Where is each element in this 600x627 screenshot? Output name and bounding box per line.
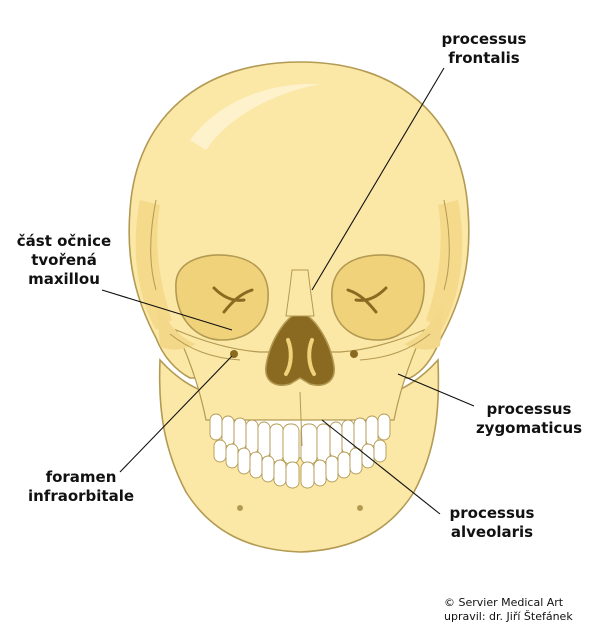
nasal-conchae <box>284 338 316 376</box>
infraorbital-foramen-right <box>350 350 358 358</box>
orbit-left <box>175 254 269 341</box>
label-foramen-infraorbitale-line1: foramen <box>45 468 117 486</box>
label-processus-zygomaticus: processus zygomaticus <box>466 400 592 438</box>
label-cast-ocnice-line2: tvořená <box>31 251 97 269</box>
leader-lines <box>101 67 475 515</box>
label-processus-zygomaticus-line1: processus <box>486 400 572 418</box>
mental-foramen-right <box>357 505 363 511</box>
label-processus-zygomaticus-line2: zygomaticus <box>475 419 583 437</box>
zygomatic-right <box>404 300 444 350</box>
nasal-aperture <box>265 311 335 386</box>
nasal-bones <box>285 269 315 317</box>
orbit-right-fissure <box>346 286 388 314</box>
leader-processus-zygomaticus <box>397 373 475 407</box>
credit-line2: upravil: dr. Jiří Štefánek <box>444 610 573 623</box>
credit-line1: © Servier Medical Art <box>444 596 564 609</box>
label-cast-ocnice: část očnice tvořená maxillou <box>4 232 124 289</box>
label-cast-ocnice-line3: maxillou <box>28 270 100 288</box>
sutures <box>150 199 450 447</box>
leader-processus-frontalis <box>311 67 445 291</box>
zygomatic-left <box>156 300 196 350</box>
temporal-shading-left <box>135 200 172 330</box>
label-processus-frontalis-line1: processus <box>441 30 527 48</box>
label-processus-alveolaris-line2: alveolaris <box>450 523 534 541</box>
orbit-right <box>331 254 425 341</box>
mental-foramen-left <box>237 505 243 511</box>
label-processus-alveolaris: processus alveolaris <box>440 504 544 542</box>
upper-teeth <box>209 413 391 465</box>
leader-processus-alveolaris <box>321 419 441 515</box>
orbit-left-fissure <box>212 286 254 314</box>
label-processus-frontalis-line2: frontalis <box>448 49 520 67</box>
label-cast-ocnice-line1: část očnice <box>16 232 112 250</box>
label-processus-alveolaris-line1: processus <box>449 504 535 522</box>
leader-foramen-infraorbitale <box>119 355 233 473</box>
leader-cast-ocnice <box>101 289 233 331</box>
label-foramen-infraorbitale: foramen infraorbitale <box>18 468 144 506</box>
label-foramen-infraorbitale-line2: infraorbitale <box>27 487 135 505</box>
credit: © Servier Medical Art upravil: dr. Jiří … <box>444 596 573 624</box>
label-processus-frontalis: processus frontalis <box>436 30 532 68</box>
cranium-highlight <box>190 83 320 150</box>
temporal-shading-right <box>426 200 463 330</box>
